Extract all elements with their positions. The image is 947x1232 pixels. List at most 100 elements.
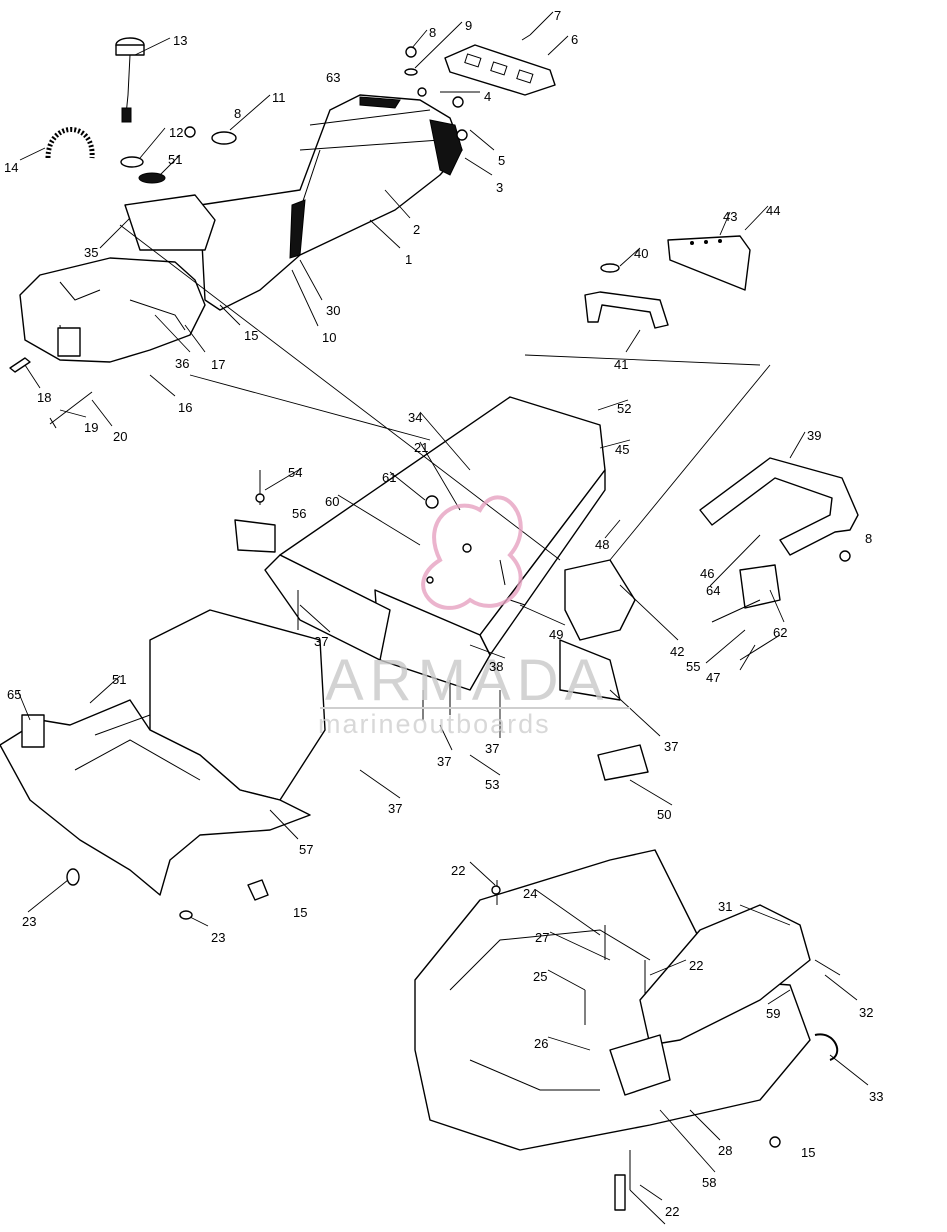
part-callout: 29 — [662, 1229, 676, 1232]
watermark-brand: ARMADA — [325, 648, 609, 713]
part-callout: 59 — [766, 1006, 780, 1021]
part-callout: 38 — [489, 659, 503, 674]
plug — [247, 879, 269, 901]
fuel-cap — [115, 37, 145, 123]
part-callout: 17 — [211, 357, 225, 372]
rear-bracket — [584, 291, 669, 329]
part-callout: 31 — [718, 899, 732, 914]
stop-switch — [739, 564, 781, 609]
part-callout: 8 — [429, 25, 436, 40]
part-callout: 30 — [326, 303, 340, 318]
part-callout: 9 — [465, 18, 472, 33]
part-callout: 61 — [382, 470, 396, 485]
part-callout: 16 — [178, 400, 192, 415]
nut — [184, 126, 196, 138]
part-callout: 3 — [496, 180, 503, 195]
grab-handle — [699, 457, 859, 556]
part-callout: 50 — [657, 807, 671, 822]
part-callout: 18 — [37, 390, 51, 405]
rear-grommet — [179, 910, 193, 920]
vent-hose — [45, 127, 95, 159]
hood-cable — [814, 959, 841, 976]
part-callout: 22 — [665, 1204, 679, 1219]
part-callout: 23 — [211, 930, 225, 945]
tunnel-bracket — [564, 559, 636, 641]
part-callout: 27 — [535, 930, 549, 945]
fuel-tank — [19, 257, 206, 363]
part-callout: 54 — [288, 465, 302, 480]
part-callout: 56 — [292, 506, 306, 521]
part-callout: 58 — [702, 1175, 716, 1190]
part-callout: 57 — [299, 842, 313, 857]
part-callout: 47 — [706, 670, 720, 685]
watermark: ARMADA marineoutboards — [318, 495, 630, 739]
part-callout: 20 — [113, 429, 127, 444]
hood-latch — [609, 1034, 671, 1096]
hood-strap — [814, 1033, 839, 1061]
hood — [414, 849, 811, 1151]
seat-latch-plate — [444, 44, 556, 96]
part-callout: 1 — [405, 252, 412, 267]
bulkhead-bracket — [234, 519, 276, 553]
seat-stud — [452, 96, 464, 108]
part-callout: 37 — [388, 801, 402, 816]
grommet — [120, 156, 144, 168]
part-callout: 15 — [293, 905, 307, 920]
part-callout: 23 — [22, 914, 36, 929]
part-callout: 6 — [571, 32, 578, 47]
front-support — [559, 639, 621, 701]
fuel-fitting — [9, 357, 93, 429]
part-callout: 37 — [485, 741, 499, 756]
part-callout: 46 — [700, 566, 714, 581]
part-callout: 12 — [169, 125, 183, 140]
part-callout: 36 — [175, 356, 189, 371]
part-callout: 48 — [595, 537, 609, 552]
hinge — [597, 744, 649, 781]
leader-lines — [17, 11, 869, 1225]
belly-pan — [0, 609, 326, 896]
part-callout: 14 — [4, 160, 18, 175]
part-callout: 39 — [807, 428, 821, 443]
part-callout: 64 — [706, 583, 720, 598]
part-callout: 13 — [173, 33, 187, 48]
part-callout: 5 — [498, 153, 505, 168]
part-callout: 45 — [615, 442, 629, 457]
part-callout: 15 — [244, 328, 258, 343]
watermark-logo — [421, 495, 523, 610]
flat-washer — [404, 68, 418, 76]
trim-clip — [600, 263, 620, 273]
lock-nut — [405, 46, 417, 58]
part-callout: 15 — [801, 1145, 815, 1160]
part-callout: 34 — [408, 410, 422, 425]
seat-fastener — [456, 129, 468, 141]
part-callout: 2 — [413, 222, 420, 237]
part-callout: 43 — [723, 209, 737, 224]
part-callout: 8 — [865, 531, 872, 546]
seat-assembly — [124, 94, 463, 311]
hood-clip — [769, 1136, 781, 1148]
part-callout: 37 — [314, 634, 328, 649]
part-callout: 19 — [84, 420, 98, 435]
part-callout: 25 — [533, 969, 547, 984]
part-callout: 24 — [523, 886, 537, 901]
mount-bracket — [21, 714, 45, 748]
part-callout: 51 — [168, 152, 182, 167]
fuel-clamp — [138, 172, 166, 184]
part-callout: 11 — [272, 90, 286, 105]
screw — [521, 34, 531, 41]
hood-pin — [614, 1174, 626, 1211]
front-grommet — [66, 868, 80, 886]
part-callout: 62 — [773, 625, 787, 640]
fastener-group — [255, 470, 851, 1190]
part-callout: 21 — [414, 440, 428, 455]
part-callout: 55 — [686, 659, 700, 674]
watermark-tagline: marineoutboards — [318, 709, 551, 739]
part-callout: 4 — [484, 89, 491, 104]
seat-bolt — [417, 87, 427, 97]
part-callout: 52 — [617, 401, 631, 416]
part-callout: 26 — [534, 1036, 548, 1051]
part-callout: 60 — [325, 494, 339, 509]
part-callout: 49 — [549, 627, 563, 642]
callout-numbers: 1234567888910111213141515151617181920212… — [4, 8, 883, 1232]
